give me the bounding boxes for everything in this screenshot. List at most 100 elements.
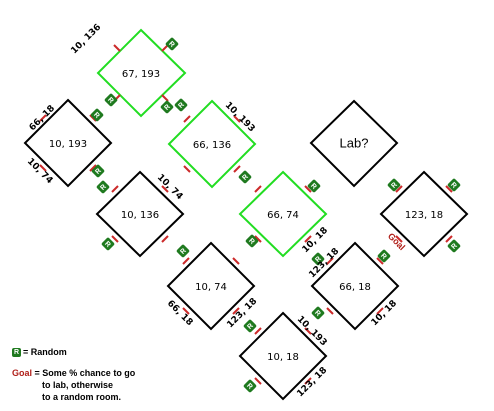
door-mark bbox=[233, 165, 241, 173]
door-mark bbox=[39, 164, 47, 172]
random-icon: R bbox=[447, 178, 461, 192]
room-label-10-18: 10, 18 bbox=[267, 352, 299, 363]
door-mark bbox=[182, 307, 190, 315]
door-mark bbox=[232, 307, 240, 315]
svg-text:R: R bbox=[390, 181, 399, 190]
svg-text:R: R bbox=[103, 240, 112, 249]
random-icon: R bbox=[165, 37, 179, 51]
room-label-66-136: 66, 136 bbox=[193, 140, 231, 151]
random-icon: R bbox=[96, 180, 110, 194]
svg-text:R: R bbox=[106, 96, 115, 105]
random-icon: R bbox=[311, 306, 325, 320]
door-mark bbox=[254, 377, 262, 385]
svg-text:R: R bbox=[246, 322, 255, 331]
room-label-67-193: 67, 193 bbox=[122, 69, 160, 80]
room-123-18[interactable] bbox=[379, 170, 469, 258]
svg-text:R: R bbox=[167, 40, 176, 49]
door-mark bbox=[39, 114, 47, 122]
door-mark bbox=[161, 185, 169, 193]
random-icon: R bbox=[307, 179, 321, 193]
door-mark bbox=[183, 115, 191, 123]
legend-goal-text-3: to a random room. bbox=[42, 392, 122, 402]
door-mark bbox=[111, 235, 119, 243]
door-mark bbox=[232, 257, 240, 265]
edge-label: 10, 136 bbox=[69, 22, 103, 56]
door-mark bbox=[182, 257, 190, 265]
door-mark bbox=[445, 185, 453, 193]
legend-goal-text-2: to lab, otherwise bbox=[42, 380, 114, 390]
random-icon: R bbox=[174, 98, 188, 112]
door-mark bbox=[304, 377, 312, 385]
room-lab[interactable] bbox=[309, 99, 399, 188]
random-icon: R bbox=[90, 108, 104, 122]
door-mark bbox=[304, 235, 312, 243]
legend-goal-word: Goal bbox=[12, 368, 33, 378]
door-marks bbox=[39, 44, 453, 385]
svg-text:R: R bbox=[163, 103, 172, 112]
door-mark bbox=[111, 185, 119, 193]
room-10-193[interactable] bbox=[23, 98, 113, 188]
door-mark bbox=[113, 44, 121, 52]
svg-text:R: R bbox=[449, 181, 458, 190]
svg-text:R: R bbox=[450, 242, 459, 251]
door-mark bbox=[376, 257, 384, 265]
room-67-193[interactable] bbox=[96, 28, 187, 118]
legend-goal-text-1: = Some % chance to go bbox=[34, 368, 136, 378]
door-mark bbox=[183, 165, 191, 173]
svg-text:R: R bbox=[241, 173, 250, 182]
random-icon: R bbox=[12, 348, 21, 358]
door-mark bbox=[326, 257, 334, 265]
door-mark bbox=[254, 185, 262, 193]
room-label-123-18: 123, 18 bbox=[405, 210, 443, 221]
room-label-10-74: 10, 74 bbox=[195, 282, 227, 293]
random-icon: R bbox=[243, 379, 257, 393]
random-icon: R bbox=[238, 170, 252, 184]
room-66-18[interactable] bbox=[310, 241, 400, 331]
door-mark bbox=[395, 235, 403, 243]
door-mark bbox=[304, 327, 312, 335]
svg-text:R: R bbox=[314, 255, 323, 264]
room-label-lab: Lab? bbox=[340, 135, 369, 150]
room-10-136[interactable] bbox=[95, 170, 185, 258]
door-mark bbox=[395, 185, 403, 193]
random-icon: R bbox=[160, 100, 174, 114]
svg-text:R: R bbox=[379, 252, 388, 261]
room-label-10-193: 10, 193 bbox=[49, 139, 87, 150]
random-icon: R bbox=[447, 239, 461, 253]
svg-text:R: R bbox=[245, 382, 254, 391]
door-mark bbox=[254, 327, 262, 335]
random-icon: R bbox=[311, 252, 325, 266]
random-icon: R bbox=[176, 244, 190, 258]
svg-text:R: R bbox=[92, 111, 101, 120]
room-label-66-18: 66, 18 bbox=[339, 282, 371, 293]
door-mark bbox=[376, 307, 384, 315]
room-10-74[interactable] bbox=[166, 241, 256, 331]
legend-random-text: = Random bbox=[23, 347, 67, 357]
room-66-74[interactable] bbox=[238, 170, 328, 258]
random-icon: R bbox=[101, 237, 115, 251]
random-icon: R bbox=[243, 319, 257, 333]
svg-text:R: R bbox=[247, 237, 256, 246]
room-label-10-136: 10, 136 bbox=[121, 210, 159, 221]
door-mark bbox=[161, 235, 169, 243]
door-mark bbox=[233, 115, 241, 123]
random-icon: R bbox=[104, 93, 118, 107]
random-icon: R bbox=[377, 249, 391, 263]
door-mark bbox=[445, 235, 453, 243]
random-icon: R bbox=[91, 164, 105, 178]
svg-text:R: R bbox=[179, 247, 188, 256]
door-mark bbox=[89, 164, 97, 172]
room-10-18[interactable] bbox=[238, 311, 328, 401]
legend-random: R= Random bbox=[12, 346, 67, 358]
svg-text:R: R bbox=[99, 183, 108, 192]
room-label-66-74: 66, 74 bbox=[267, 210, 299, 221]
door-mark bbox=[254, 235, 262, 243]
door-mark bbox=[304, 185, 312, 193]
svg-text:R: R bbox=[94, 167, 103, 176]
room-66-136[interactable] bbox=[167, 99, 257, 189]
legend-goal: Goal = Some % chance to go to lab, other… bbox=[12, 367, 135, 403]
random-icon: R bbox=[387, 178, 401, 192]
door-mark bbox=[161, 94, 169, 102]
